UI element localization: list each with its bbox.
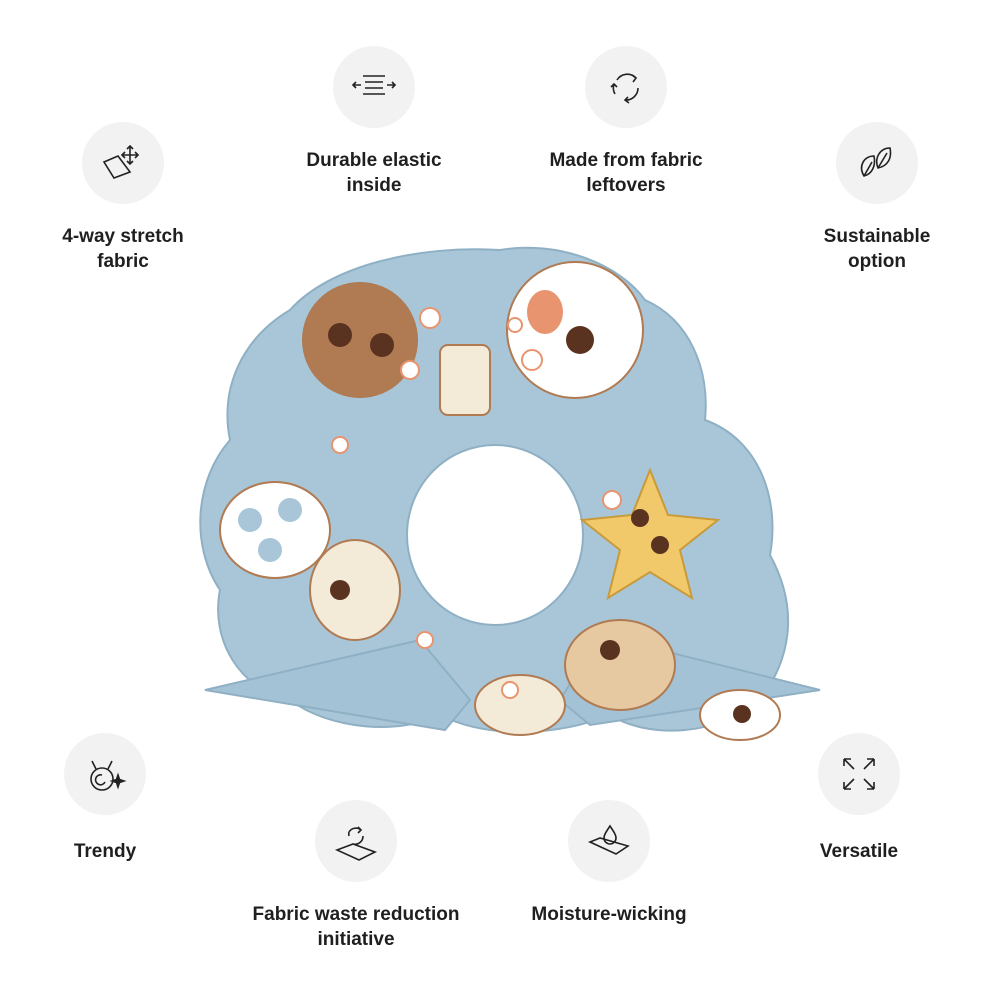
feature-sustainable: Sustainable option — [747, 122, 1000, 274]
expand-arrows-icon — [843, 758, 875, 790]
feature-waste-line-2: initiative — [317, 929, 395, 950]
stretch-fabric-icon — [102, 144, 140, 179]
feature-stretch-label: 4-way stretch fabric — [0, 224, 253, 274]
feature-moisture-label: Moisture-wicking — [479, 902, 739, 927]
feature-moisture-line-1: Moisture-wicking — [531, 904, 687, 925]
droplet-icon — [587, 824, 630, 855]
feature-waste-line-1: Fabric waste reduction — [252, 904, 460, 925]
feature-trendy-label: Trendy — [0, 839, 235, 864]
pattern-duck — [564, 619, 676, 711]
pattern-jellyfish — [474, 674, 566, 736]
feature-trendy: Trendy — [0, 733, 235, 864]
feature-versatile-line-1: Versatile — [819, 841, 899, 862]
feature-moisture-icon-circle — [568, 800, 650, 882]
feature-waste-icon-circle — [315, 800, 397, 882]
feature-waste: Fabric waste reduction initiative — [226, 800, 486, 952]
feature-versatile: Versatile — [729, 733, 989, 864]
feature-trendy-line-1: Trendy — [73, 841, 137, 862]
pattern-cup — [439, 344, 491, 416]
feature-elastic-label: Durable elastic inside — [244, 148, 504, 198]
feature-moisture: Moisture-wicking — [479, 800, 739, 927]
fabric-recycle-icon — [334, 826, 378, 861]
leaves-icon — [860, 147, 892, 177]
feature-sustainable-label: Sustainable option — [747, 224, 1000, 274]
elastic-icon — [351, 75, 397, 95]
feature-elastic-line-2: inside — [346, 175, 402, 196]
feature-stretch: 4-way stretch fabric — [0, 122, 253, 274]
feature-sustainable-icon-circle — [836, 122, 918, 204]
feature-versatile-icon-circle — [818, 733, 900, 815]
feature-leftovers-line-1: Made from fabric — [549, 150, 703, 171]
pattern-starfish — [579, 467, 721, 601]
feature-stretch-icon-circle — [82, 122, 164, 204]
pattern-flowers — [331, 307, 622, 699]
feature-waste-label: Fabric waste reduction initiative — [226, 902, 486, 952]
feature-stretch-line-2: fabric — [97, 251, 149, 272]
feature-leftovers-icon-circle — [585, 46, 667, 128]
feature-elastic-line-1: Durable elastic — [306, 150, 442, 171]
feature-leftovers: Made from fabric leftovers — [496, 46, 756, 198]
feature-sustainable-line-1: Sustainable — [823, 226, 931, 247]
feature-leftovers-label: Made from fabric leftovers — [496, 148, 756, 198]
scrunchie-hole — [406, 444, 584, 626]
feature-versatile-label: Versatile — [729, 839, 989, 864]
trendy-cat-icon — [90, 760, 127, 791]
pattern-turtle — [219, 481, 331, 579]
feature-trendy-icon-circle — [64, 733, 146, 815]
scrunchie-bow — [204, 638, 472, 732]
feature-sustainable-line-2: option — [847, 251, 907, 272]
feature-leftovers-line-2: leftovers — [586, 175, 666, 196]
pattern-bear — [302, 282, 418, 398]
feature-stretch-line-1: 4-way stretch — [62, 226, 184, 247]
feature-elastic: Durable elastic inside — [244, 46, 504, 198]
pattern-bunny — [309, 539, 401, 641]
feature-elastic-icon-circle — [333, 46, 415, 128]
recycle-icon — [610, 73, 639, 104]
